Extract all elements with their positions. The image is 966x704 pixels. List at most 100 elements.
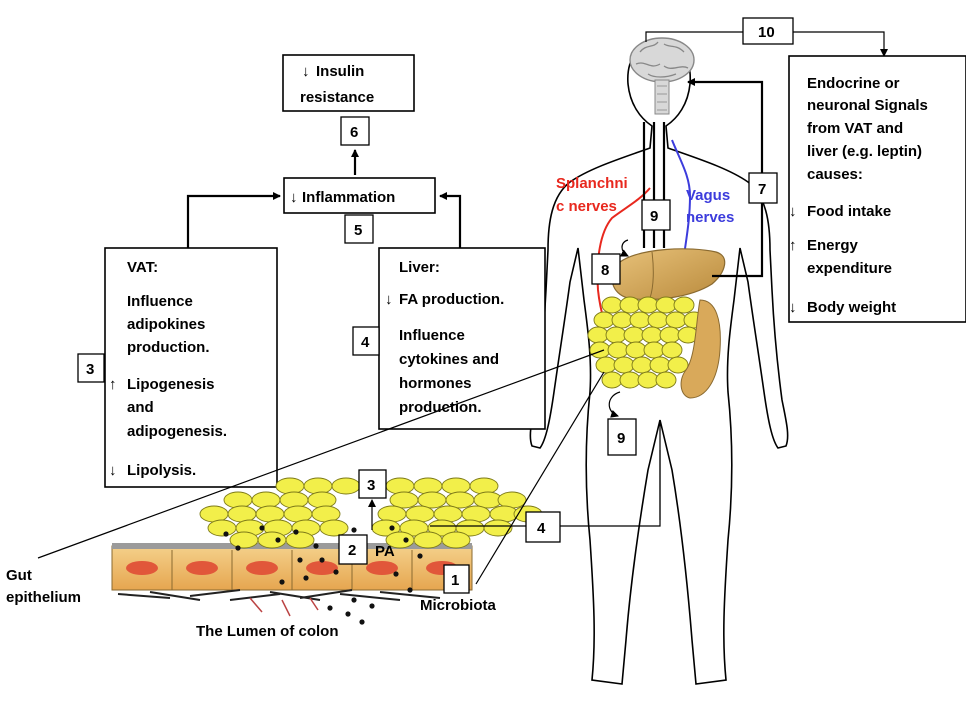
number-8: 8 (601, 262, 609, 279)
fat-cell (378, 506, 406, 522)
fat-cell (284, 506, 312, 522)
fat-cell (662, 342, 682, 358)
fat-cell (594, 312, 614, 328)
number-4-body: 4 (537, 520, 546, 537)
up-arrow-glyph: ↑ (109, 376, 117, 393)
fat-cell (446, 492, 474, 508)
fat-cell (304, 478, 332, 494)
resistance-label: resistance (300, 89, 374, 106)
fat-cell (666, 312, 686, 328)
pa-dot (259, 525, 264, 530)
number-3-vat: 3 (86, 361, 94, 378)
fat-cell (608, 342, 628, 358)
pa-dot (303, 575, 308, 580)
vat-title: VAT: (127, 259, 158, 276)
endocrine-signals-box: Endocrine or neuronal Signals from VAT a… (789, 56, 966, 322)
fat-cell (308, 492, 336, 508)
down-arrow-glyph-6: ↓ (789, 299, 797, 316)
epithelium-label: epithelium (6, 589, 81, 606)
fat-cell (606, 327, 626, 343)
pa-dot (293, 529, 298, 534)
fat-cell (276, 478, 304, 494)
pa-dot (369, 603, 374, 608)
pa-dot (351, 597, 356, 602)
vagus-label-2: nerves (686, 209, 734, 226)
pa-dot (393, 571, 398, 576)
pa-dot (333, 569, 338, 574)
line-10-to-endocrine (793, 32, 884, 56)
liver-line-1: FA production. (399, 291, 504, 308)
fat-cell (224, 492, 252, 508)
fat-cell (442, 532, 470, 548)
vat-line-2: adipokines (127, 316, 205, 333)
vagus-label-1: Vagus (686, 187, 730, 204)
pa-dot (235, 545, 240, 550)
fat-cell (228, 506, 256, 522)
endocrine-line-4: liver (e.g. leptin) (807, 143, 922, 160)
pa-dot (313, 543, 318, 548)
vat-line-5: and (127, 399, 154, 416)
pa-dot (279, 579, 284, 584)
vat-line-7: Lipolysis. (127, 462, 196, 479)
inflammation-label: Inflammation (302, 189, 395, 206)
fat-cell (256, 506, 284, 522)
fat-cell (596, 357, 616, 373)
up-arrow-glyph-2: ↑ (789, 237, 797, 254)
endocrine-line-2: neuronal Signals (807, 97, 928, 114)
number-5: 5 (354, 222, 362, 239)
vat-line-4: Lipogenesis (127, 376, 215, 393)
endocrine-line-9: Body weight (807, 299, 896, 316)
fat-cell (470, 478, 498, 494)
pa-dot (359, 619, 364, 624)
insulin-resistance-box: ↓ Insulin resistance (283, 55, 414, 111)
endocrine-line-5: causes: (807, 166, 863, 183)
fat-cell (434, 506, 462, 522)
vat-line-3: production. (127, 339, 210, 356)
pa-dot (223, 531, 228, 536)
liver-line-3: cytokines and (399, 351, 499, 368)
number-1: 1 (451, 572, 459, 589)
number-9-top: 9 (650, 208, 658, 225)
number-9-bottom: 9 (617, 430, 625, 447)
fat-cell (644, 342, 664, 358)
pa-dot (275, 537, 280, 542)
fat-cell (588, 327, 608, 343)
gut-label: Gut (6, 567, 32, 584)
fat-cell (638, 297, 658, 313)
vat-line-1: Influence (127, 293, 193, 310)
fat-cell (612, 312, 632, 328)
number-2: 2 (348, 542, 356, 559)
splanchnic-label-1: Splanchni (556, 175, 628, 192)
fat-cell (286, 532, 314, 548)
number-7: 7 (758, 181, 766, 198)
fat-cell (462, 506, 490, 522)
endocrine-line-6: Food intake (807, 203, 891, 220)
pa-dot (345, 611, 350, 616)
fat-cell (656, 297, 676, 313)
fat-cell (630, 312, 650, 328)
endocrine-line-1: Endocrine or (807, 75, 900, 92)
endocrine-line-3: from VAT and (807, 120, 903, 137)
fat-cell (252, 492, 280, 508)
fat-cell (498, 492, 526, 508)
fat-cell (484, 520, 512, 536)
number-10: 10 (758, 24, 775, 41)
arrow-liver-to-inflammation (440, 196, 460, 248)
splanchnic-label-2: c nerves (556, 198, 617, 215)
liver-title: Liver: (399, 259, 440, 276)
number-6: 6 (350, 124, 358, 141)
vat-box: VAT: Influence adipokines production. ↑ … (105, 248, 277, 487)
fat-cell (674, 297, 694, 313)
fat-cell (650, 357, 670, 373)
fat-cell (620, 372, 640, 388)
fat-cell (590, 342, 610, 358)
microbiota-label: Microbiota (420, 597, 496, 614)
fat-cell (208, 520, 236, 536)
number-4-liver: 4 (361, 334, 370, 351)
fat-cell (614, 357, 634, 373)
fat-cell (230, 532, 258, 548)
fat-cell (624, 327, 644, 343)
fat-cell (386, 478, 414, 494)
